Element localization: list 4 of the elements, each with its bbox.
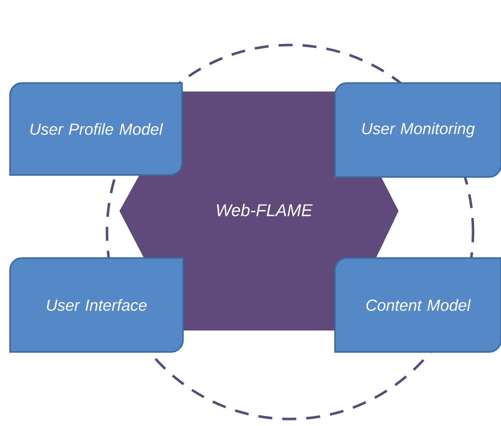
- rounded-box: User Monitoring: [334, 82, 501, 178]
- rounded-box: Content Model: [334, 257, 501, 353]
- rounded-box: User Profile Model: [9, 82, 183, 176]
- rounded-box: User Interface: [9, 257, 184, 353]
